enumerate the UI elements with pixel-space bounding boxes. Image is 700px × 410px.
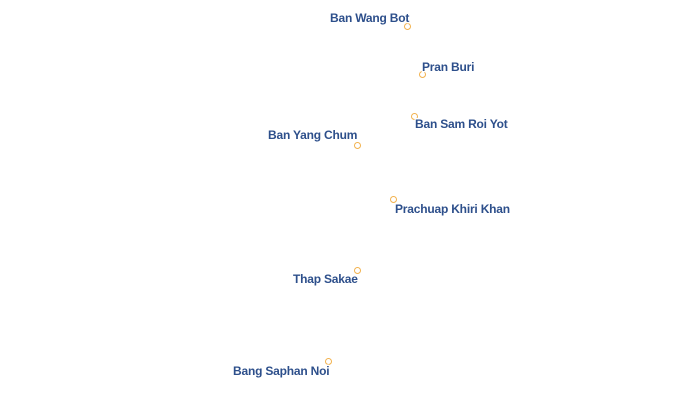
place-marker[interactable] xyxy=(325,358,332,365)
place-label: Bang Saphan Noi xyxy=(233,364,330,378)
place-label: Ban Yang Chum xyxy=(268,128,358,142)
place-marker[interactable] xyxy=(411,113,418,120)
place-marker[interactable] xyxy=(354,267,361,274)
place-label: Ban Sam Roi Yot xyxy=(415,117,508,131)
place-marker[interactable] xyxy=(390,196,397,203)
place-label: Prachuap Khiri Khan xyxy=(395,202,510,216)
place-marker[interactable] xyxy=(419,71,426,78)
place-marker[interactable] xyxy=(354,142,361,149)
place-label: Thap Sakae xyxy=(293,272,358,286)
place-label: Ban Wang Bot xyxy=(330,11,410,25)
place-label: Pran Buri xyxy=(422,60,475,74)
place-marker[interactable] xyxy=(404,23,411,30)
